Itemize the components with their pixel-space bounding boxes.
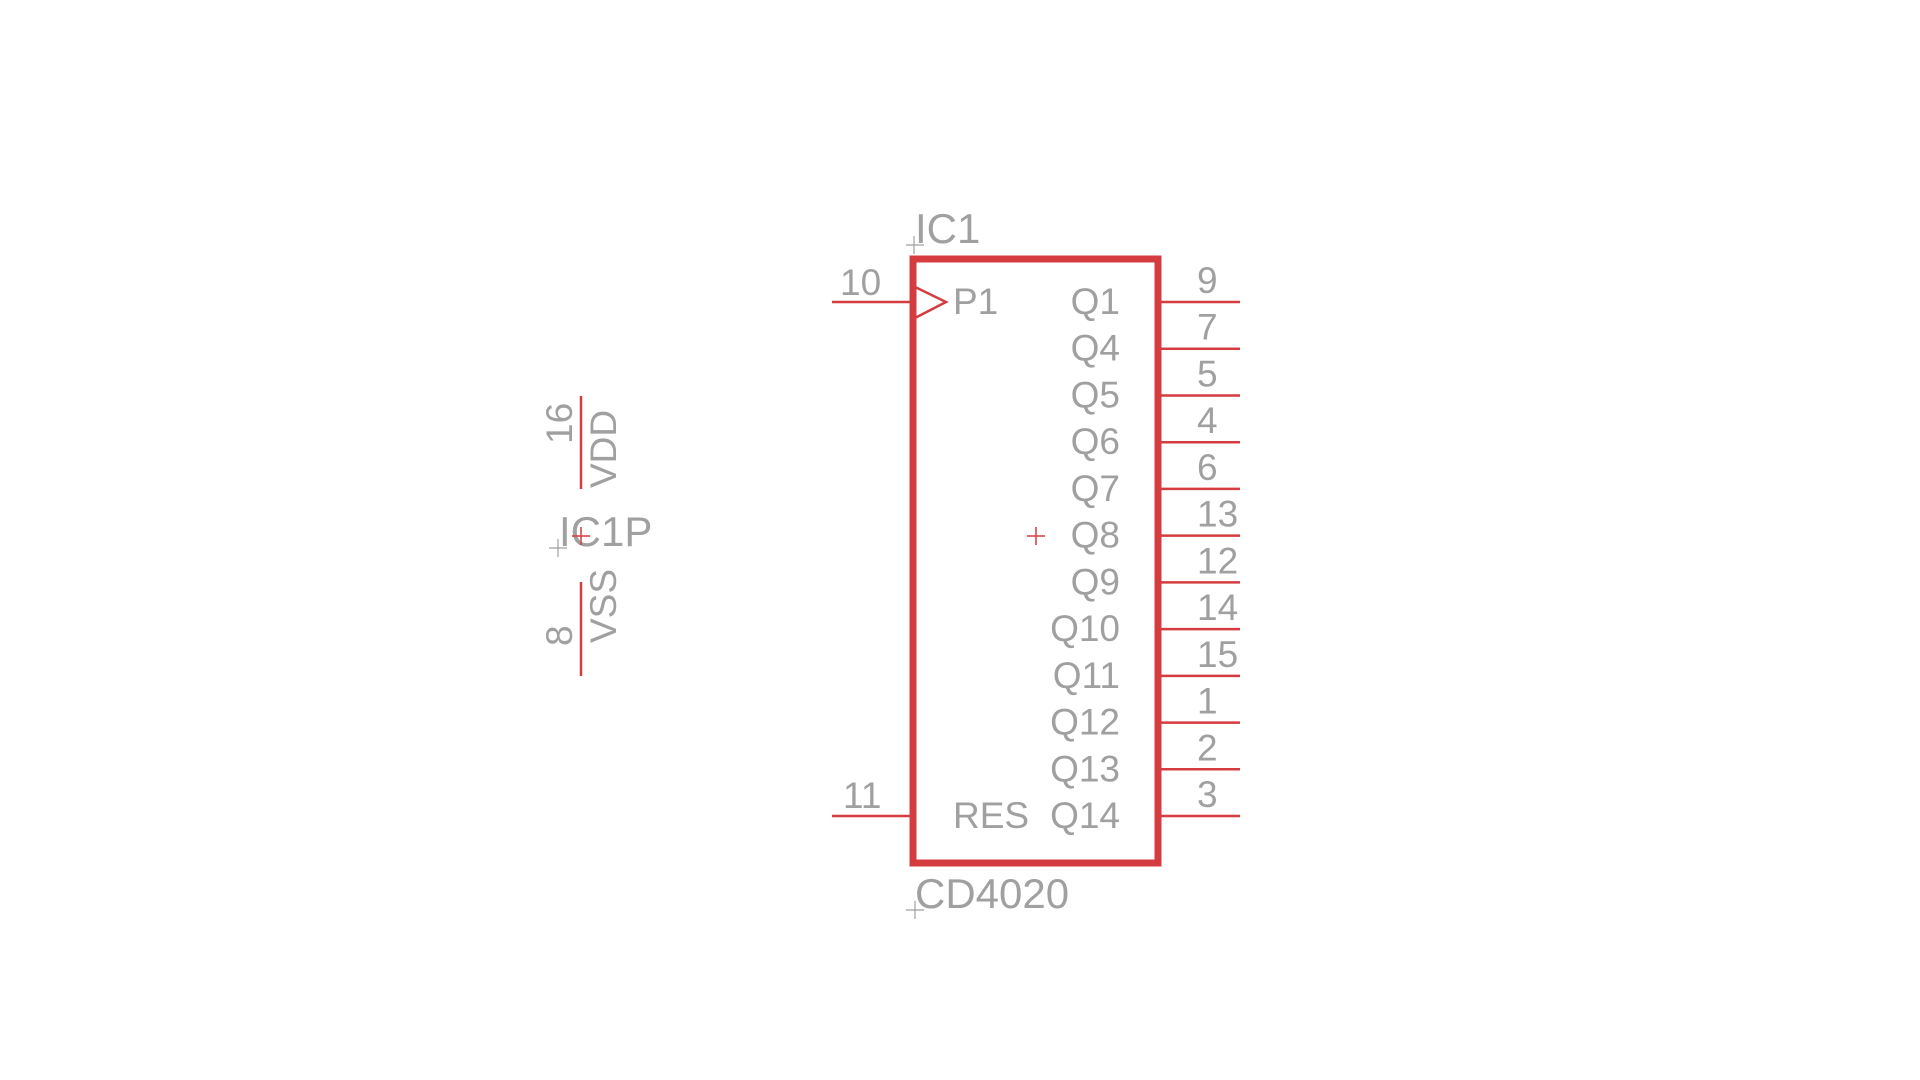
pin-label-q6: Q6 bbox=[1071, 421, 1120, 462]
pin-number-10: 10 bbox=[840, 262, 881, 303]
pin-label-q5: Q5 bbox=[1071, 374, 1120, 415]
ic1-body[interactable] bbox=[909, 255, 1162, 867]
value-anchor-cross-icon bbox=[906, 901, 924, 919]
ic1p-power-symbol[interactable]: 16 VDD IC1P 8 VSS bbox=[539, 396, 652, 676]
pin-label-q8: Q8 bbox=[1071, 515, 1120, 556]
pin-label-q1: Q1 bbox=[1071, 281, 1120, 322]
pin-number-14: 14 bbox=[1197, 587, 1238, 628]
ic1-value-label: CD4020 bbox=[915, 870, 1069, 917]
name-anchor-cross-icon bbox=[906, 236, 924, 254]
pin-label-vss: VSS bbox=[583, 569, 624, 643]
power-anchor-cross-icon bbox=[549, 539, 567, 557]
pin-number-7: 7 bbox=[1197, 307, 1218, 348]
clock-triangle-icon bbox=[912, 284, 949, 321]
ic1p-name-label: IC1P bbox=[559, 508, 652, 555]
pin-label-q7: Q7 bbox=[1071, 468, 1120, 509]
pin-number-12: 12 bbox=[1197, 540, 1238, 581]
pin-label-q4: Q4 bbox=[1071, 328, 1120, 369]
power-origin-cross-icon bbox=[572, 527, 590, 545]
pin-label-vdd: VDD bbox=[583, 410, 624, 488]
pin-number-15: 15 bbox=[1197, 634, 1238, 675]
pin-label-q9: Q9 bbox=[1071, 561, 1120, 602]
pin-number-6: 6 bbox=[1197, 447, 1218, 488]
pin-number-5: 5 bbox=[1197, 353, 1218, 394]
pin-label-q13: Q13 bbox=[1050, 748, 1120, 789]
pin-number-11: 11 bbox=[843, 775, 881, 816]
pin-number-13: 13 bbox=[1197, 494, 1238, 535]
pin-number-3: 3 bbox=[1197, 774, 1218, 815]
pin-number-4: 4 bbox=[1197, 400, 1218, 441]
pin-number-16: 16 bbox=[539, 403, 580, 444]
pin-label-q14: Q14 bbox=[1050, 795, 1120, 836]
pin-number-8: 8 bbox=[539, 625, 580, 646]
pin-number-9: 9 bbox=[1197, 260, 1218, 301]
pin-label-q10: Q10 bbox=[1050, 608, 1120, 649]
pin-number-1: 1 bbox=[1197, 681, 1218, 722]
pin-label-res: RES bbox=[953, 795, 1029, 836]
ic1-symbol[interactable]: IC1 CD4020 10 P1 11 RES 9Q1 7Q4 5Q5 4Q6 6Q7 1… bbox=[832, 205, 1240, 919]
pin-label-p1: P1 bbox=[953, 281, 998, 322]
pin-number-2: 2 bbox=[1197, 727, 1218, 768]
pin-label-q12: Q12 bbox=[1050, 702, 1120, 743]
pin-label-q11: Q11 bbox=[1053, 655, 1120, 696]
ic1-origin-cross-icon bbox=[1027, 527, 1045, 545]
ic1-name-label: IC1 bbox=[915, 205, 980, 252]
